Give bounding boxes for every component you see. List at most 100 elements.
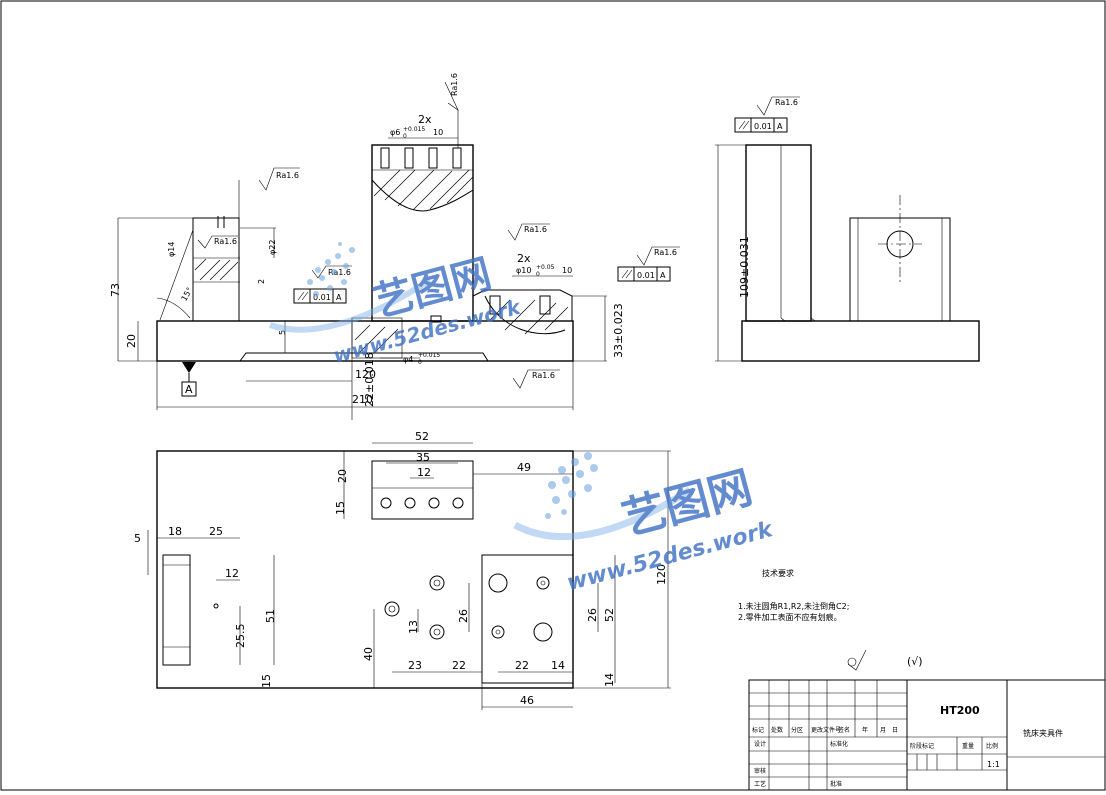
plan-dim-26b: 26 bbox=[586, 608, 599, 622]
right-hole-dia: φ10 bbox=[516, 266, 531, 275]
plan-dim-15a: 15 bbox=[334, 501, 347, 515]
plan-dim-120: 120 bbox=[655, 564, 668, 585]
surface-finish-symbol: (√) bbox=[907, 655, 923, 668]
notes-heading: 技术要求 bbox=[762, 568, 794, 578]
title-material: HT200 bbox=[940, 704, 980, 717]
plan-dim-20: 20 bbox=[336, 469, 349, 483]
notes-line-2: 2.零件加工表面不应有划痕。 bbox=[738, 612, 842, 622]
plan-dim-14a: 14 bbox=[551, 659, 565, 672]
right-hole-count: 2x bbox=[517, 252, 531, 265]
svg-text:日: 日 bbox=[892, 727, 898, 734]
plan-dim-46: 46 bbox=[520, 694, 534, 707]
dim-33-tol: 33±0.023 bbox=[612, 303, 625, 358]
svg-text:审核: 审核 bbox=[754, 767, 766, 775]
svg-text:A: A bbox=[336, 293, 342, 302]
left-block bbox=[192, 217, 240, 322]
svg-text:月: 月 bbox=[880, 727, 886, 734]
plan-dim-35: 35 bbox=[416, 451, 430, 464]
dim-phi22: φ22 bbox=[268, 240, 277, 255]
roughness-5: Ra1.6 bbox=[532, 371, 555, 380]
dim-5: 5 bbox=[278, 330, 287, 335]
svg-text:0: 0 bbox=[418, 359, 422, 366]
watermark-1: 艺图网 www.52des.work bbox=[269, 242, 524, 368]
plan-dim-52a: 52 bbox=[415, 430, 429, 443]
plan-dim-25-5: 25.5 bbox=[234, 624, 247, 649]
front-view: A 73 20 φ14 φ22 2 5 15° 120 210 22±0.018… bbox=[109, 73, 625, 420]
center-column bbox=[371, 144, 474, 322]
dim-20: 20 bbox=[125, 334, 138, 348]
svg-text:10: 10 bbox=[433, 128, 443, 137]
dim-120: 120 bbox=[355, 368, 376, 381]
datum-a-label: A bbox=[185, 383, 193, 396]
roughness-1: Ra1.6 bbox=[276, 171, 299, 180]
dim-angle: 15° bbox=[180, 286, 195, 303]
top-hole-count: 2x bbox=[418, 113, 432, 126]
dim-2: 2 bbox=[257, 279, 266, 284]
roughness-3: Ra1.6 bbox=[328, 268, 351, 277]
svg-text:更改文件号: 更改文件号 bbox=[811, 726, 841, 734]
dim-73: 73 bbox=[109, 283, 122, 297]
plan-dim-52b: 52 bbox=[603, 608, 616, 622]
dim-phi4: φ4 bbox=[403, 355, 413, 364]
dim-210: 210 bbox=[352, 393, 373, 406]
svg-text:Ra1.6: Ra1.6 bbox=[654, 248, 677, 257]
dim-22-tol: 22±0.018 bbox=[363, 352, 376, 407]
notes-line-1: 1.未注圆角R1,R2,未注倒角C2; bbox=[738, 601, 849, 611]
plan-dim-5: 5 bbox=[134, 532, 141, 545]
dim-phi14: φ14 bbox=[167, 242, 176, 257]
svg-text:签名: 签名 bbox=[838, 726, 850, 734]
top-hole-dia: φ6 bbox=[390, 128, 400, 137]
roughness-2: Ra1.6 bbox=[214, 237, 237, 246]
svg-text:标准化: 标准化 bbox=[830, 740, 848, 748]
svg-text:重量: 重量 bbox=[962, 742, 974, 750]
svg-text:分区: 分区 bbox=[791, 726, 803, 734]
plan-dim-14b: 14 bbox=[603, 673, 616, 687]
svg-text:0.01: 0.01 bbox=[637, 271, 655, 280]
side-view: 109±0.031 Ra1.6 0.01 A Ra1.6 0.01 A bbox=[617, 96, 980, 362]
title-scale: 1:1 bbox=[987, 760, 1000, 769]
technical-notes: 技术要求 1.未注圆角R1,R2,未注倒角C2; 2.零件加工表面不应有划痕。 … bbox=[738, 568, 923, 671]
plan-dim-22a: 22 bbox=[452, 659, 466, 672]
svg-text:标记: 标记 bbox=[752, 726, 764, 734]
watermark-2: 艺图网 www.52des.work bbox=[513, 452, 777, 596]
svg-text:阶段标记: 阶段标记 bbox=[910, 742, 934, 750]
plan-dim-51: 51 bbox=[264, 609, 277, 623]
base-plate bbox=[156, 320, 574, 362]
plan-dim-49: 49 bbox=[517, 461, 531, 474]
svg-text:比例: 比例 bbox=[986, 742, 998, 750]
svg-text:A: A bbox=[660, 271, 666, 280]
svg-text:10: 10 bbox=[562, 266, 572, 275]
roughness-6: Ra1.6 bbox=[450, 73, 459, 96]
svg-text:0: 0 bbox=[536, 271, 540, 278]
plan-dim-12a: 12 bbox=[417, 466, 431, 479]
svg-text:处数: 处数 bbox=[771, 726, 783, 734]
title-part-name: 铣床夹具件 bbox=[1023, 728, 1063, 738]
svg-text:0.01: 0.01 bbox=[754, 122, 772, 131]
svg-text:A: A bbox=[777, 122, 783, 131]
plan-dim-12b: 12 bbox=[225, 567, 239, 580]
svg-text:+0.05: +0.05 bbox=[536, 264, 555, 271]
plan-view: 52 35 12 49 20 15 5 18 25 12 51 25.5 15 … bbox=[134, 430, 671, 710]
title-block: HT200 铣床夹具件 1:1 标记 处数 分区 更改文件号 签名 年 月 日 … bbox=[748, 679, 1106, 791]
plan-dim-26a: 26 bbox=[457, 609, 470, 623]
side-roughness: Ra1.6 bbox=[775, 98, 798, 107]
plan-dim-25: 25 bbox=[209, 525, 223, 538]
svg-text:批准: 批准 bbox=[830, 780, 842, 788]
svg-text:0: 0 bbox=[403, 133, 407, 140]
gtol-value: 0.01 bbox=[313, 293, 331, 302]
svg-text:+0.015: +0.015 bbox=[403, 126, 425, 133]
plan-dim-40: 40 bbox=[362, 647, 375, 661]
plan-dim-23: 23 bbox=[408, 659, 422, 672]
plan-dim-22b: 22 bbox=[515, 659, 529, 672]
plan-dim-15b: 15 bbox=[260, 674, 273, 688]
svg-text:+0.015: +0.015 bbox=[418, 352, 440, 359]
svg-text:设计: 设计 bbox=[754, 740, 766, 748]
plan-dim-18: 18 bbox=[168, 525, 182, 538]
svg-text:年: 年 bbox=[862, 726, 868, 734]
roughness-4: Ra1.6 bbox=[524, 225, 547, 234]
dim-109-tol: 109±0.031 bbox=[738, 236, 751, 298]
svg-text:工艺: 工艺 bbox=[754, 780, 766, 788]
